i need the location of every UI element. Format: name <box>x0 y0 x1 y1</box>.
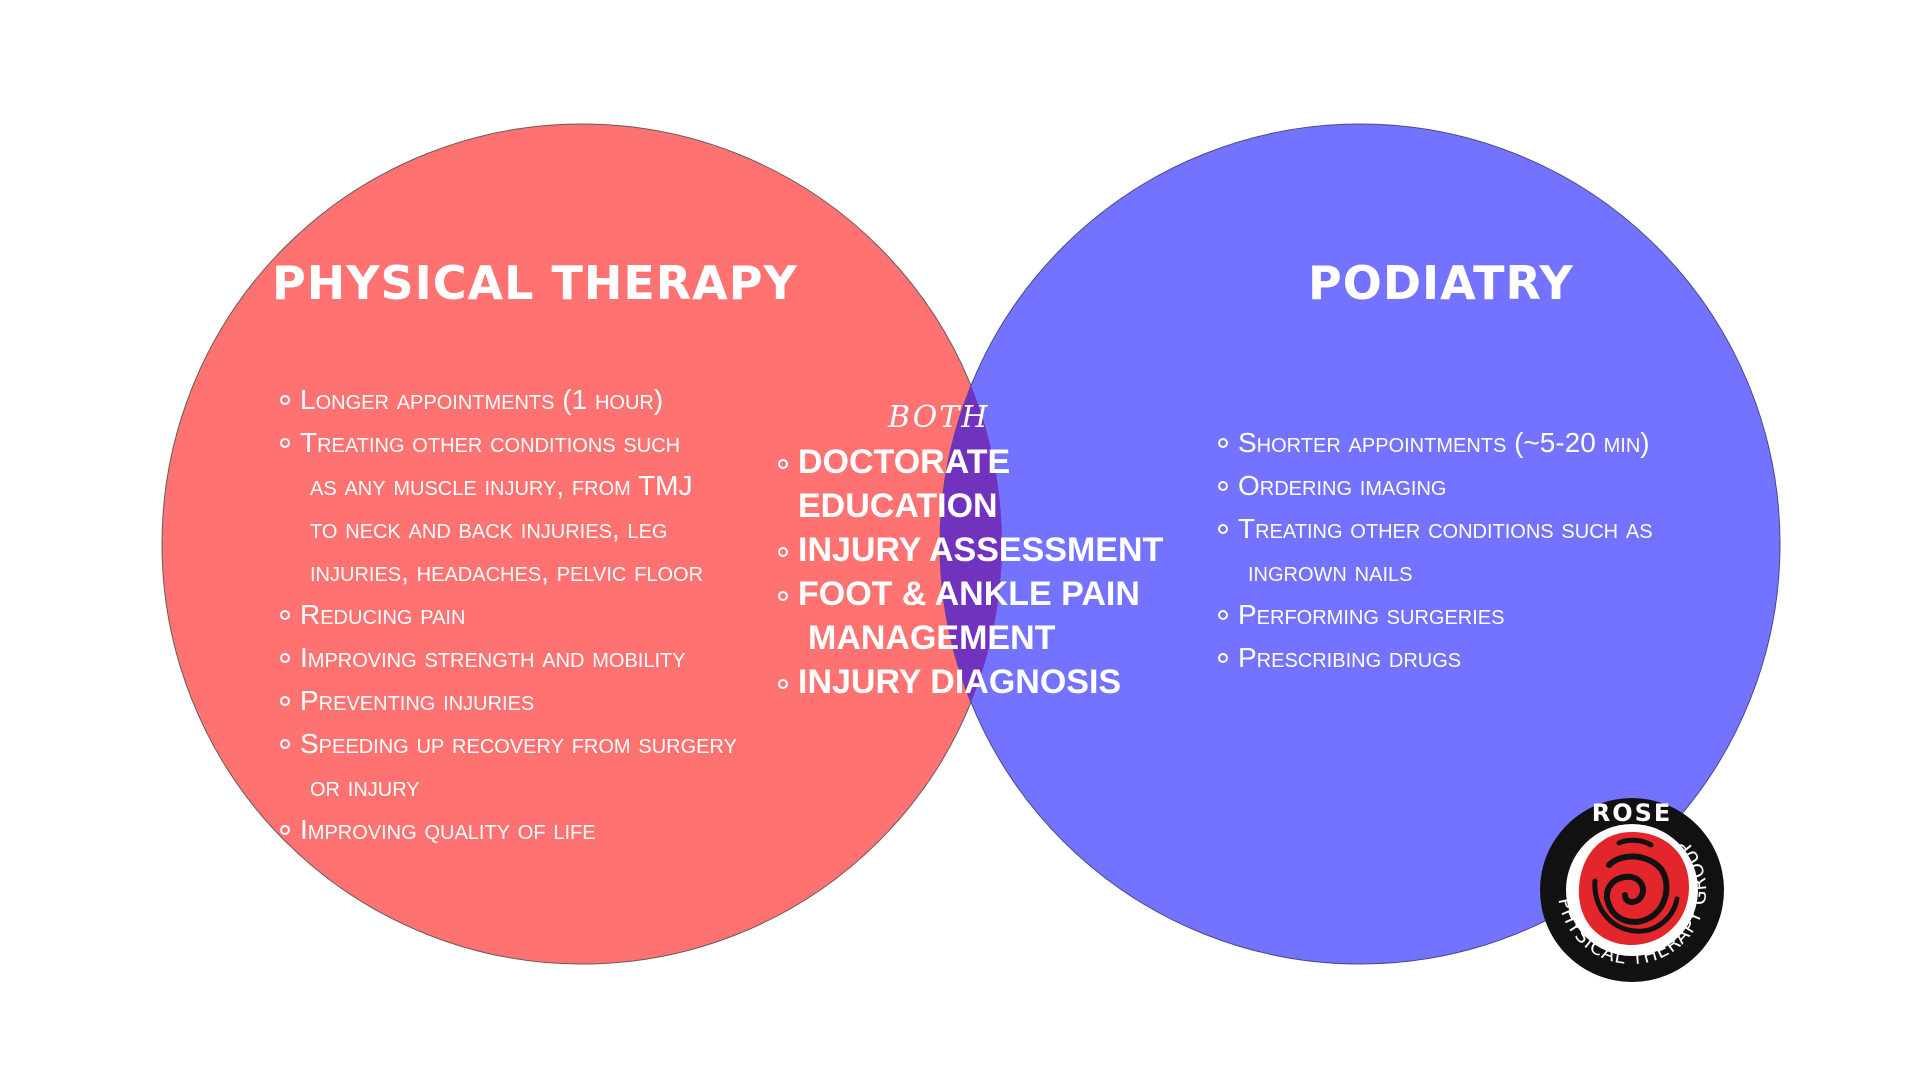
podiatry-item: Performing surgeries <box>1218 593 1708 636</box>
podiatry-item-continuation: ingrown nails <box>1248 556 1413 587</box>
physical-therapy-item: Longer appointments (1 hour) <box>280 378 750 421</box>
physical-therapy-item: Preventing injuries <box>280 679 750 722</box>
physical-therapy-item-text: Speeding up recovery from surgery <box>300 728 737 759</box>
podiatry-item-text: Shorter appointments (~5-20 min) <box>1238 427 1650 458</box>
podiatry-title: PODIATRY <box>1308 256 1574 310</box>
podiatry-item-text: Treating other conditions such as <box>1238 513 1653 544</box>
both-item-text: Foot & Ankle Pain <box>798 575 1140 613</box>
both-item: Injury Diagnosis <box>778 660 1198 704</box>
both-item-continuation: Management <box>808 619 1056 657</box>
physical-therapy-item-text: Improving strength and mobility <box>300 642 686 673</box>
physical-therapy-item-continuation: or injury <box>310 771 420 802</box>
both-item-text: Injury Assessment <box>798 531 1164 569</box>
both-item: Doctorate Education <box>778 440 1198 528</box>
podiatry-item: Prescribing drugs <box>1218 636 1708 679</box>
podiatry-item-text: Ordering imaging <box>1238 470 1447 501</box>
physical-therapy-title: PHYSICAL THERAPY <box>272 256 798 310</box>
podiatry-item: Treating other conditions such as ingrown… <box>1218 507 1708 593</box>
both-item: Injury Assessment <box>778 528 1198 572</box>
podiatry-item-text: Performing surgeries <box>1238 599 1505 630</box>
physical-therapy-item-text: Treating other conditions such <box>300 427 681 458</box>
physical-therapy-item: Treating other conditions such as any mus… <box>280 421 750 593</box>
both-item: Foot & Ankle PainManagement <box>778 572 1198 660</box>
physical-therapy-item-text: Reducing pain <box>300 599 466 630</box>
physical-therapy-item: Speeding up recovery from surgery or inju… <box>280 722 750 808</box>
physical-therapy-item: Improving quality of life <box>280 808 750 851</box>
physical-therapy-item: Improving strength and mobility <box>280 636 750 679</box>
logo-top-word: ROSE <box>1592 799 1673 827</box>
both-item-text: Doctorate Education <box>798 443 1011 525</box>
podiatry-item-text: Prescribing drugs <box>1238 642 1462 673</box>
both-item-text: Injury Diagnosis <box>798 663 1122 701</box>
physical-therapy-item-continuation: injuries, headaches, pelvic floor <box>310 556 704 587</box>
physical-therapy-item-text: Longer appointments (1 hour) <box>300 384 664 415</box>
physical-therapy-list: Longer appointments (1 hour) Treating oth… <box>280 378 750 851</box>
physical-therapy-item-continuation: to neck and back injuries, leg <box>310 513 668 544</box>
podiatry-item: Ordering imaging <box>1218 464 1708 507</box>
rose-pt-group-logo: ROSE PHYSICAL THERAPY GROUP <box>1540 798 1724 982</box>
physical-therapy-item-text: Preventing injuries <box>300 685 535 716</box>
both-list: Doctorate EducationInjury AssessmentFoot… <box>778 440 1198 704</box>
podiatry-list: Shorter appointments (~5-20 min) Ordering… <box>1218 421 1708 679</box>
physical-therapy-item-continuation: as any muscle injury, from TMJ <box>310 470 693 501</box>
physical-therapy-item: Reducing pain <box>280 593 750 636</box>
both-label: BOTH <box>888 400 990 435</box>
podiatry-item: Shorter appointments (~5-20 min) <box>1218 421 1708 464</box>
rose-icon <box>1578 832 1689 945</box>
physical-therapy-item-text: Improving quality of life <box>300 814 596 845</box>
